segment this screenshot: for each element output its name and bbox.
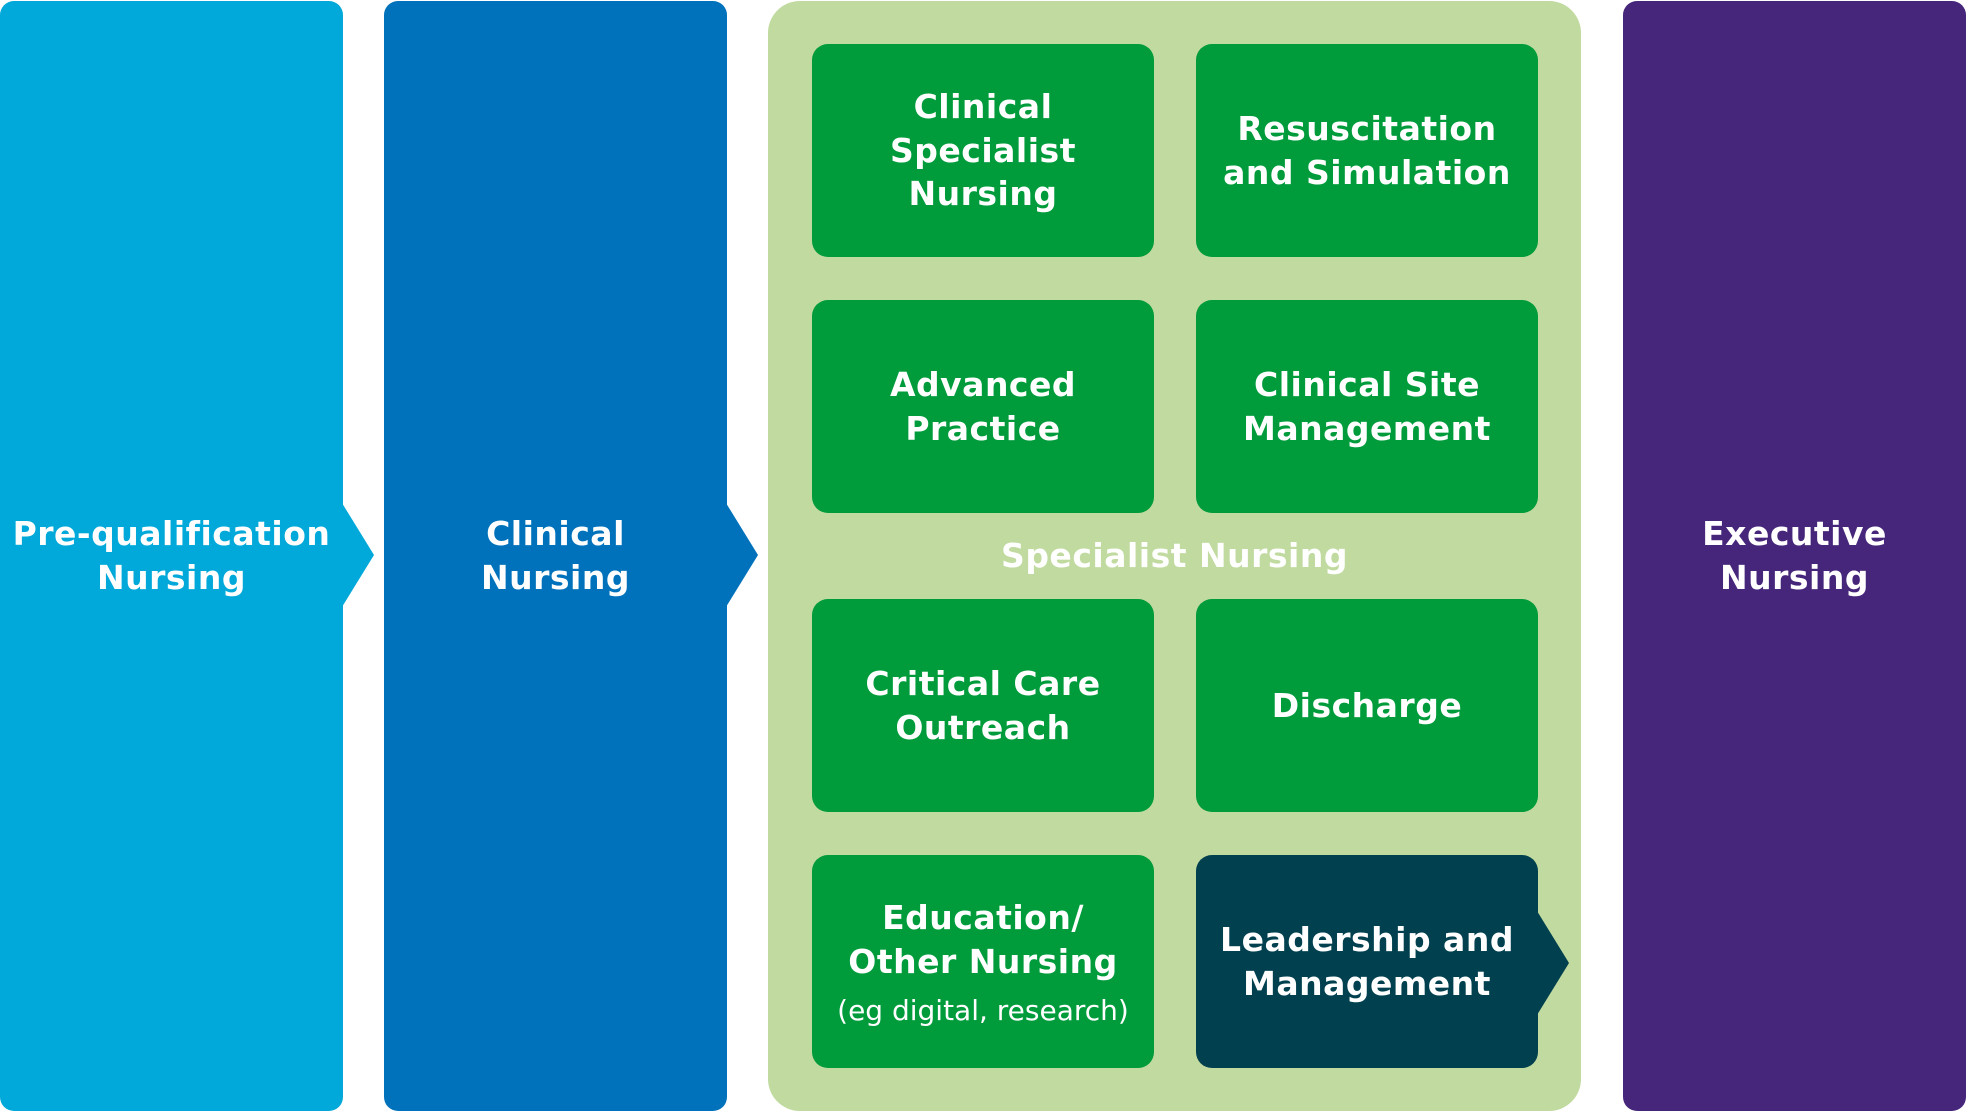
pre-qualification-nursing-column: Pre-qualification Nursing (0, 1, 343, 1111)
education-other-nursing-box: Education/ Other Nursing (eg digital, re… (812, 855, 1154, 1068)
resuscitation-simulation-box: Resuscitation and Simulation (1196, 44, 1538, 257)
resuscitation-simulation-label: Resuscitation and Simulation (1223, 108, 1511, 192)
arrow-right-icon (342, 503, 374, 607)
clinical-specialist-nursing-box: Clinical Specialist Nursing (812, 44, 1154, 257)
clinical-site-management-box: Clinical Site Management (1196, 300, 1538, 513)
pre-qualification-nursing-label: Pre-qualification Nursing (12, 514, 331, 597)
critical-care-outreach-label: Critical Care Outreach (865, 663, 1101, 747)
executive-nursing-column: Executive Nursing (1623, 1, 1966, 1111)
clinical-nursing-label: Clinical Nursing (481, 514, 630, 597)
leadership-management-label: Leadership and Management (1220, 919, 1514, 1003)
clinical-specialist-nursing-label: Clinical Specialist Nursing (890, 87, 1076, 214)
executive-nursing-label: Executive Nursing (1702, 514, 1887, 597)
arrow-right-icon (726, 503, 758, 607)
arrow-right-icon (1537, 911, 1569, 1015)
leadership-management-box: Leadership and Management (1196, 855, 1538, 1068)
discharge-label: Discharge (1271, 685, 1463, 725)
advanced-practice-box: Advanced Practice (812, 300, 1154, 513)
specialist-nursing-title: Specialist Nursing (1001, 536, 1348, 575)
specialist-nursing-panel: Specialist Nursing Clinical Specialist N… (768, 1, 1581, 1111)
clinical-nursing-column: Clinical Nursing (384, 1, 727, 1111)
clinical-site-management-label: Clinical Site Management (1243, 364, 1491, 448)
education-other-nursing-label: Education/ Other Nursing (848, 898, 1118, 981)
discharge-box: Discharge (1196, 599, 1538, 812)
education-note: (eg digital, research) (837, 993, 1129, 1027)
advanced-practice-label: Advanced Practice (890, 364, 1076, 448)
critical-care-outreach-box: Critical Care Outreach (812, 599, 1154, 812)
